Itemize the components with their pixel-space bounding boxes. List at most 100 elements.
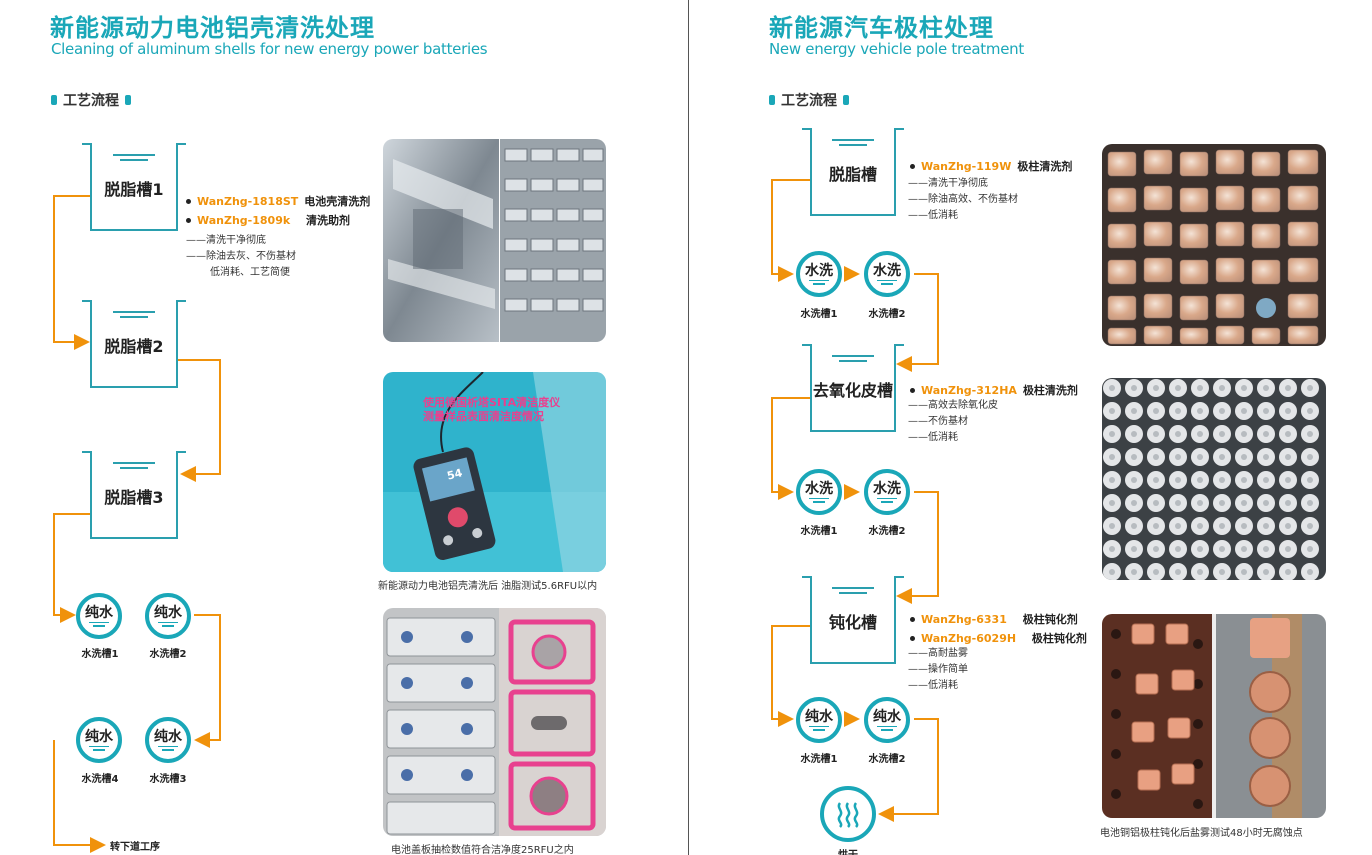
right-stage3-note-2: ——操作简单 <box>908 664 968 675</box>
bullet-dot-icon <box>186 198 191 204</box>
right-stage2-note-3: ——低消耗 <box>908 432 958 443</box>
right-stage1-notes: ——清洗干净彻底 ——除油高效、不伤基材 ——低消耗 <box>908 176 1018 224</box>
left-title-cn: 新能源动力电池铝壳清洗处理 <box>50 14 375 42</box>
right-stage3-rinse-1-caption: 水洗槽1 <box>800 754 838 765</box>
left-photo3-caption: 电池盖板抽检数值符合洁净度25RFU之内 <box>391 845 574 855</box>
right-tank-descale-label: 去氧化皮槽 <box>812 381 893 400</box>
water-lines-icon <box>877 496 897 503</box>
next-process-label: 转下道工序 <box>110 842 160 853</box>
right-stage3-notes: ——高耐盐雾 ——操作简单 ——低消耗 <box>908 646 968 694</box>
bullet-dot-icon <box>910 163 915 169</box>
water-lines-icon <box>832 584 874 597</box>
right-stage2-note-2: ——不伤基材 <box>908 416 968 427</box>
right-stage3-rinse-1: 纯水 <box>796 697 842 743</box>
left-rinse-2-text: 纯水 <box>154 604 182 621</box>
water-lines-icon <box>113 459 155 472</box>
right-photo-pole-grid <box>1102 378 1326 580</box>
section-mark-icon <box>843 95 849 105</box>
right-stage3-rinse-2-text: 纯水 <box>873 708 901 725</box>
right-photo-passivated-poles <box>1102 614 1326 818</box>
right-stage3-note-1: ——高耐盐雾 <box>908 648 968 659</box>
left-rinse-2: 纯水 <box>145 593 191 639</box>
right-stage3-product-2-desc: 极柱钝化剂 <box>1031 632 1087 645</box>
left-rinse-4-caption: 水洗槽4 <box>81 774 119 785</box>
left-rinse-1: 纯水 <box>76 593 122 639</box>
right-tank-passivation: 钝化槽 <box>802 576 904 664</box>
left-section-heading: 工艺流程 <box>51 90 131 110</box>
left-tank-3-label: 脱脂槽3 <box>104 488 164 507</box>
meter-overlay-line-2: 测量样品表面清洁度情况 <box>423 410 544 423</box>
right-stage3-product-2: WanZhg-6029H 极柱钝化剂 <box>910 630 1087 646</box>
left-rinse-2-caption: 水洗槽2 <box>149 649 187 660</box>
right-stage1-rinse-1-caption: 水洗槽1 <box>800 309 838 320</box>
bullet-dot-icon <box>910 635 915 641</box>
right-stage2-product-1-desc: 极柱清洗剂 <box>1022 384 1078 397</box>
right-stage3-note-3: ——低消耗 <box>908 680 958 691</box>
section-mark-icon <box>769 95 775 105</box>
water-lines-icon <box>89 744 109 751</box>
water-lines-icon <box>809 278 829 285</box>
right-stage1-product-1: WanZhg-119W 极柱清洗剂 <box>910 158 1072 174</box>
left-notes: ——清洗干净彻底 ——除油去灰、不伤基材 低消耗、工艺简便 <box>186 233 296 281</box>
water-lines-icon <box>89 620 109 627</box>
bullet-dot-icon <box>186 217 191 223</box>
left-section-label: 工艺流程 <box>63 93 119 109</box>
right-tank-passivation-label: 钝化槽 <box>828 613 877 632</box>
left-product-1-desc: 电池壳清洗剂 <box>304 195 371 208</box>
water-lines-icon <box>158 620 178 627</box>
left-note-3: 低消耗、工艺简便 <box>210 267 290 278</box>
left-photo2-caption: 新能源动力电池铝壳清洗后 油脂测试5.6RFU以内 <box>378 581 598 592</box>
water-lines-icon <box>877 278 897 285</box>
right-stage3-product-1-desc: 极柱钝化剂 <box>1022 613 1078 626</box>
right-stage1-product-1-desc: 极柱清洗剂 <box>1017 160 1073 173</box>
left-rinse-4: 纯水 <box>76 717 122 763</box>
left-rinse-3: 纯水 <box>145 717 191 763</box>
right-stage2-rinse-2-caption: 水洗槽2 <box>868 526 906 537</box>
left-tank-1-label: 脱脂槽1 <box>104 180 164 199</box>
right-stage3-rinse-1-text: 纯水 <box>805 708 833 725</box>
right-photo3-caption: 电池铜铝极柱钝化后盐雾测试48小时无腐蚀点 <box>1100 828 1303 839</box>
right-stage2-product-1-name: WanZhg-312HA <box>921 383 1017 397</box>
right-stage2-note-1: ——高效去除氧化皮 <box>908 400 998 411</box>
section-mark-icon <box>125 95 131 105</box>
right-stage1-product-1-name: WanZhg-119W <box>921 159 1012 173</box>
left-product-2: WanZhg-1809k 清洗助剂 <box>186 212 350 228</box>
water-lines-icon <box>158 744 178 751</box>
meter-overlay-line-1: 使用德国析塔SITA清洁度仪 <box>423 396 561 409</box>
left-rinse-1-text: 纯水 <box>85 604 113 621</box>
water-lines-icon <box>113 308 155 321</box>
right-title-en: New energy vehicle pole treatment <box>769 40 1024 58</box>
right-stage1-note-3: ——低消耗 <box>908 210 958 221</box>
right-stage1-rinse-2-text: 水洗 <box>873 262 901 279</box>
left-note-2: ——除油去灰、不伤基材 <box>186 251 296 262</box>
water-lines-icon <box>877 724 897 731</box>
left-rinse-3-caption: 水洗槽3 <box>149 774 187 785</box>
left-product-1: WanZhg-1818ST 电池壳清洗剂 <box>186 193 370 209</box>
bullet-dot-icon <box>910 387 915 393</box>
right-stage3-product-1-name: WanZhg-6331 <box>921 612 1007 626</box>
water-lines-icon <box>113 151 155 164</box>
left-photo-cleanliness-meter: 使用德国析塔SITA清洁度仪 测量样品表面清洁度情况 54 <box>383 372 606 572</box>
water-lines-icon <box>832 136 874 149</box>
left-title-en: Cleaning of aluminum shells for new ener… <box>51 40 488 58</box>
right-stage1-rinse-1: 水洗 <box>796 251 842 297</box>
right-section-label: 工艺流程 <box>781 93 837 109</box>
right-stage1-rinse-2-caption: 水洗槽2 <box>868 309 906 320</box>
left-product-2-desc: 清洗助剂 <box>306 214 351 227</box>
left-tank-2-label: 脱脂槽2 <box>104 337 164 356</box>
left-tank-2: 脱脂槽2 <box>82 300 186 388</box>
right-stage3-rinse-2: 纯水 <box>864 697 910 743</box>
right-tank-degrease-label: 脱脂槽 <box>828 165 877 184</box>
left-rinse-1-caption: 水洗槽1 <box>81 649 119 660</box>
right-stage2-rinse-2-text: 水洗 <box>873 480 901 497</box>
right-stage1-rinse-2: 水洗 <box>864 251 910 297</box>
right-stage2-rinse-1-caption: 水洗槽1 <box>800 526 838 537</box>
left-rinse-4-text: 纯水 <box>85 728 113 745</box>
right-stage3-rinse-2-caption: 水洗槽2 <box>868 754 906 765</box>
left-photo-battery-covers <box>383 608 606 836</box>
left-photo-aluminum-shells <box>383 139 606 342</box>
meter-overlay-text: 使用德国析塔SITA清洁度仪 测量样品表面清洁度情况 <box>423 396 560 424</box>
section-mark-icon <box>51 95 57 105</box>
right-section-heading: 工艺流程 <box>769 90 849 110</box>
left-product-1-name: WanZhg-1818ST <box>197 194 299 208</box>
